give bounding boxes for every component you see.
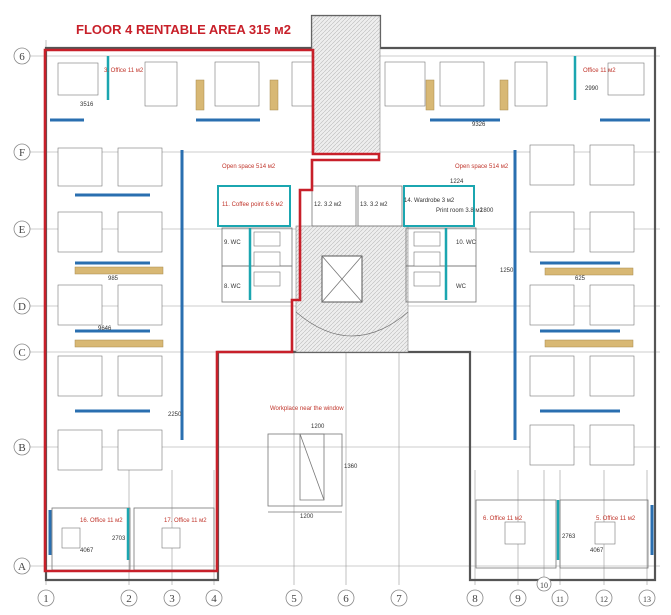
col-marker-8: 8 [472,593,478,605]
row-marker-a: A [18,561,26,573]
room-label-print-room: Print room 3.8 м2 [436,208,483,214]
room-label-office-16: 16. Office 11 м2 [80,518,123,524]
row-marker-e: E [19,224,26,236]
dim-625: 625 [575,276,586,282]
dim-4067a: 4067 [80,548,94,554]
room-label-12: 12. 3.2 м2 [314,202,342,208]
room-label-wc-8: 8. WC [224,284,241,290]
col-marker-11: 11 [556,595,564,604]
plan-title: FLOOR 4 RENTABLE AREA 315 м2 [76,22,291,37]
left-workstations [57,147,164,471]
dim-1224: 1224 [450,179,464,185]
col-marker-10: 10 [540,581,548,590]
room-label-coffee-point: 11. Coffee point 6.6 м2 [222,202,284,208]
dim-9646: 9646 [98,326,112,332]
dim-1200b: 1200 [300,514,314,520]
room-label-office-17: 17. Office 11 м2 [164,518,207,524]
col-marker-13: 13 [643,595,651,604]
col-marker-6: 6 [343,593,349,605]
dim-2763: 2763 [562,534,576,540]
row-marker-c: C [18,347,25,359]
top-workstations [57,56,645,111]
right-workstations [529,144,635,466]
bottom-offices [51,499,649,571]
dim-2990: 2990 [585,86,599,92]
col-marker-9: 9 [515,593,521,605]
row-marker-d: D [18,301,26,313]
col-marker-1: 1 [43,593,49,605]
workplace-detail [267,433,343,513]
windows [48,118,654,555]
col-marker-12: 12 [600,595,608,604]
col-marker-3: 3 [169,593,175,605]
dim-1250: 1250 [500,268,514,274]
room-label-wc-right: WC [456,284,467,290]
row-marker-b: B [18,442,25,454]
col-marker-7: 7 [396,593,402,605]
dim-1360: 1360 [344,464,358,470]
room-label-office-3-top: 3. Office 11 м2 [104,68,144,74]
room-label-workplace: Workplace near the window [270,406,344,412]
col-marker-5: 5 [291,593,297,605]
core-rooms [217,185,477,303]
row-marker-6: 6 [19,51,25,63]
dim-9326: 9326 [472,122,486,128]
room-label-open-space-left: Open space 514 м2 [222,164,276,170]
col-marker-2: 2 [126,593,132,605]
col-marker-4: 4 [211,593,217,605]
room-label-wc-10: 10. WC [456,240,477,246]
building-walls [44,14,657,582]
dim-3516: 3516 [80,102,94,108]
room-label-wc-9: 9. WC [224,240,241,246]
room-label-13: 13. 3.2 м2 [360,202,388,208]
dim-2250: 2250 [168,412,182,418]
dim-4067b: 4067 [590,548,604,554]
room-label-office-2-top: Office 11 м2 [583,68,616,74]
room-label-office-5: 5. Office 11 м2 [596,516,636,522]
room-label-open-space-right: Open space 514 м2 [455,164,509,170]
col-axis-markers: 1 2 3 4 5 6 7 8 9 10 11 12 13 [37,576,656,607]
dim-2703: 2703 [112,536,126,542]
dim-1800: 1800 [480,208,494,214]
room-label-office-6: 6. Office 11 м2 [483,516,523,522]
rentable-area-outline [43,48,381,573]
row-axis-markers: 6 F E D C B A [13,47,31,575]
room-label-wardrobe: 14. Wardrobe 3 м2 [404,198,455,204]
dim-985: 985 [108,276,119,282]
row-marker-f: F [19,147,25,159]
dim-1200a: 1200 [311,424,325,430]
